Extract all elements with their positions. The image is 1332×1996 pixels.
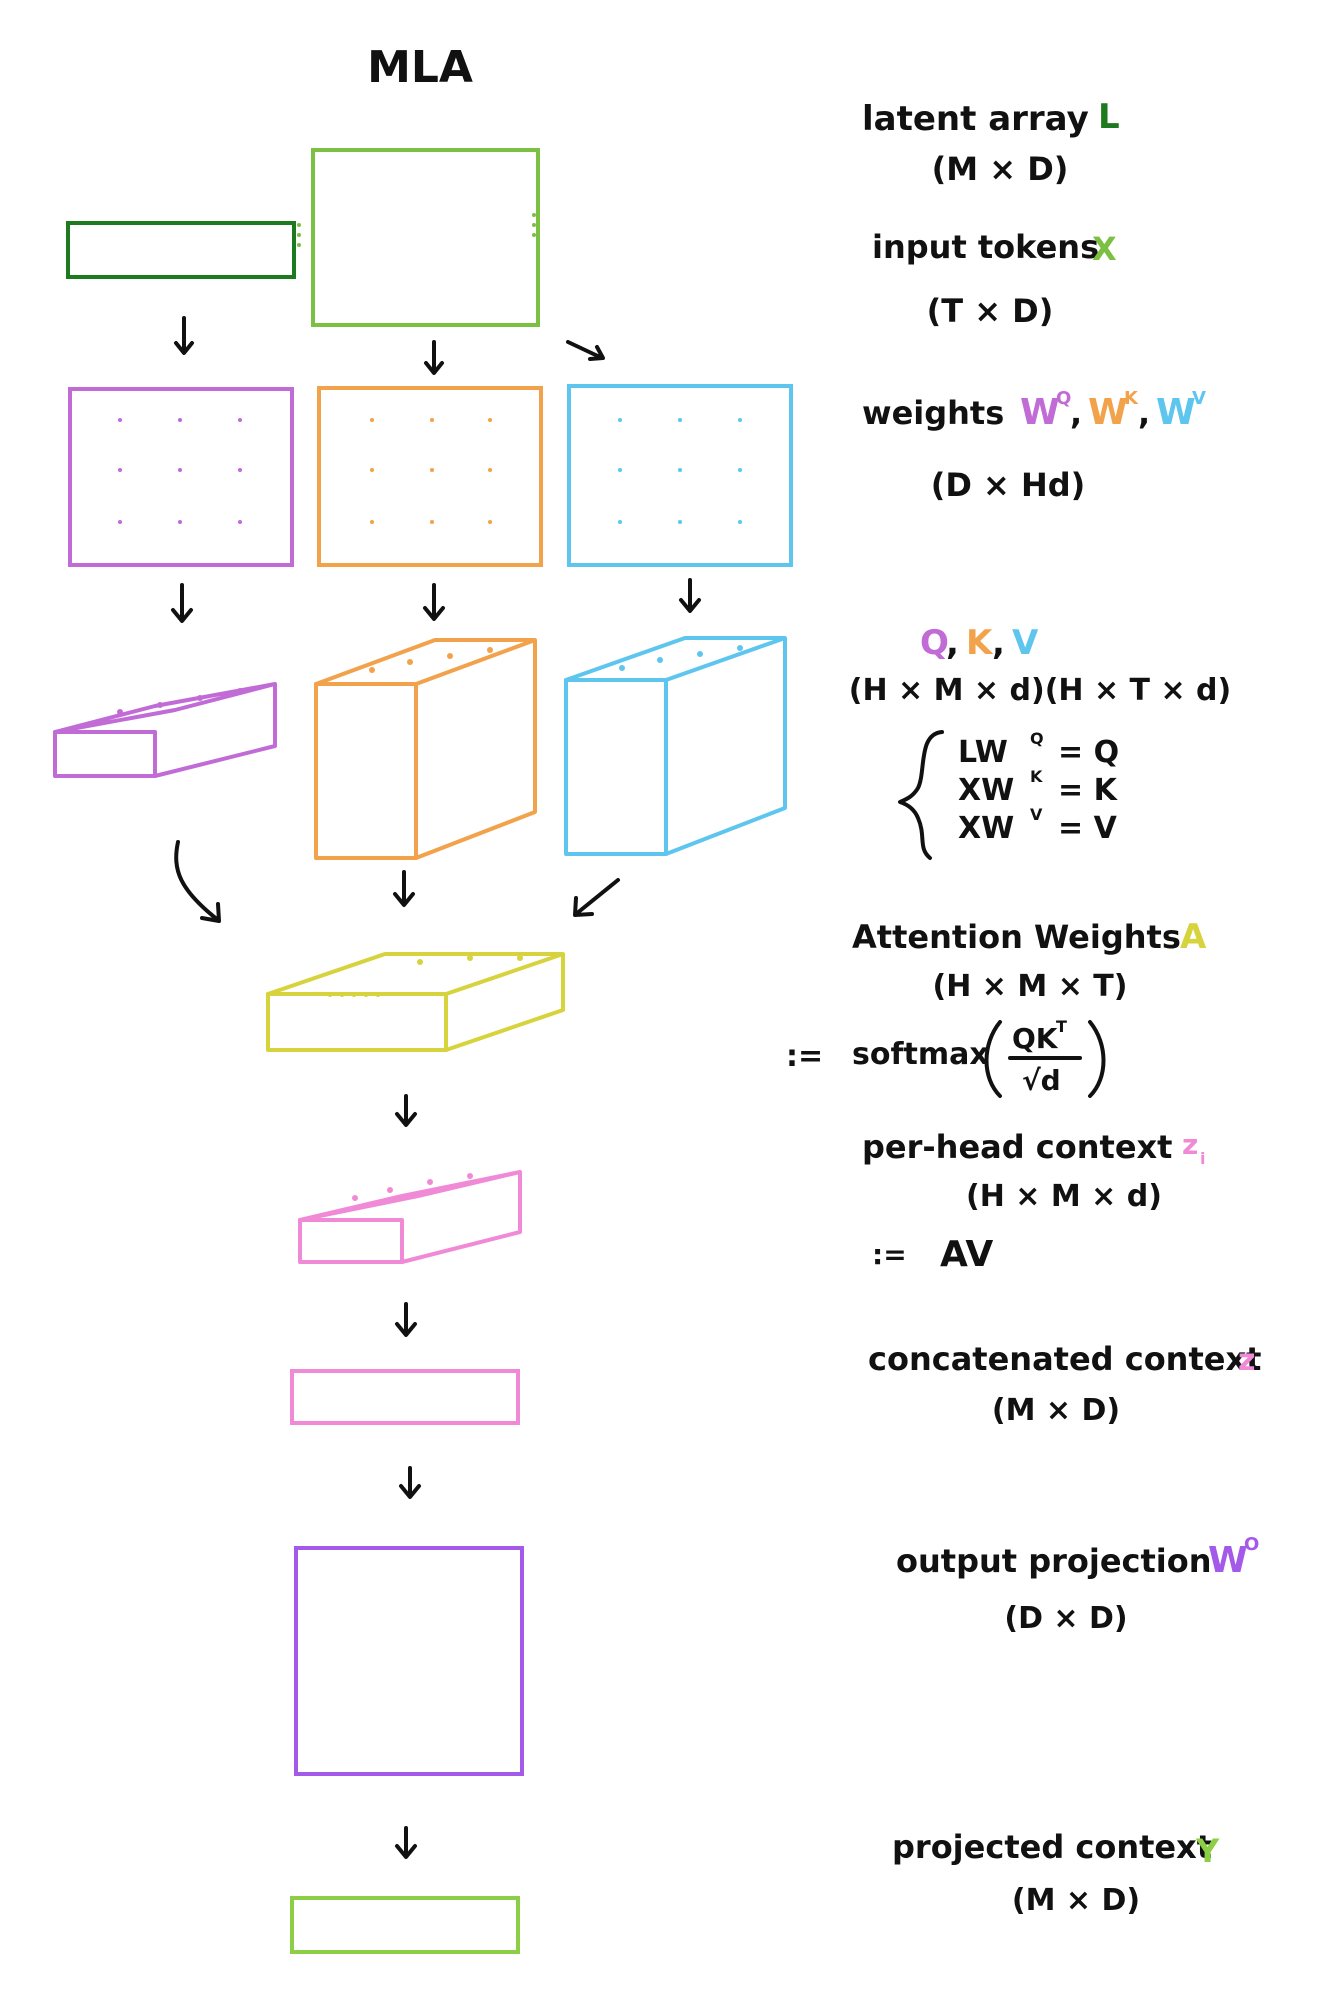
eq1-rhs: = Q — [1058, 735, 1119, 770]
wv-block — [567, 384, 793, 567]
attention-label: Attention Weights — [852, 918, 1181, 956]
qkv-sep-1: , — [946, 623, 959, 663]
perhead-dims: (H × M × d) — [966, 1179, 1162, 1214]
wk-symbol: W — [1088, 392, 1128, 433]
latent-label: latent array — [862, 99, 1089, 139]
arrow-attention-to-perhead — [395, 1094, 417, 1127]
attention-softmax: softmax — [852, 1037, 989, 1072]
outproj-symbol: W — [1208, 1540, 1248, 1581]
latent-dims: (M × D) — [932, 150, 1069, 188]
softmax-num-sup: T — [1056, 1017, 1067, 1036]
attention-tensor-dots — [328, 955, 523, 997]
weights-legend: weights W Q , W K , W V — [862, 388, 1206, 433]
attention-symbol: A — [1180, 917, 1207, 957]
eq3-sup: V — [1030, 805, 1043, 824]
outproj-label: output projection — [896, 1542, 1212, 1580]
wv-symbol: W — [1156, 392, 1196, 433]
eq3-rhs: = V — [1058, 811, 1118, 846]
wk-dots — [370, 418, 492, 524]
latent-symbol: L — [1098, 97, 1120, 137]
weights-sep-2: , — [1138, 394, 1150, 432]
wq-dots — [118, 418, 242, 524]
outproj-dims: (D × D) — [1004, 1601, 1127, 1636]
softmax-denominator: √d — [1022, 1064, 1061, 1097]
perhead-context-tensor — [298, 1170, 522, 1264]
input-label: input tokens — [872, 228, 1099, 266]
weights-sep-1: , — [1070, 394, 1082, 432]
eq2-sup: K — [1030, 767, 1043, 786]
projected-dims: (M × D) — [1012, 1883, 1140, 1918]
arrow-wv-to-v — [679, 578, 701, 613]
qkv-brace — [898, 730, 944, 860]
wq-block — [68, 387, 294, 567]
projected-label: projected context — [892, 1828, 1212, 1866]
v-symbol: V — [1012, 623, 1039, 663]
perhead-assign: := — [872, 1238, 907, 1271]
attention-tensor — [266, 952, 565, 1052]
perhead-symbol: z — [1182, 1128, 1198, 1161]
input-tokens-dots — [297, 213, 536, 247]
qkv-sep-2: , — [992, 623, 1005, 663]
concat-dims: (M × D) — [992, 1393, 1120, 1428]
attention-assign: := — [786, 1039, 823, 1074]
k-symbol: K — [966, 623, 994, 663]
arrow-wq-to-q — [171, 583, 193, 623]
concat-symbol: z — [1238, 1343, 1255, 1378]
input-symbol: X — [1092, 230, 1117, 268]
perhead-symbol-sub: i — [1200, 1149, 1205, 1168]
arrow-v-to-attention — [573, 878, 620, 917]
q-tensor-dots — [117, 688, 243, 715]
output-projection-block — [294, 1546, 524, 1776]
wq-symbol: W — [1020, 392, 1060, 433]
qkv-dims: (H × M × d)(H × T × d) — [849, 673, 1231, 708]
latent-array-block — [66, 221, 296, 279]
arrow-concat-to-wo — [399, 1466, 421, 1499]
projected-context-block — [290, 1896, 520, 1954]
wv-sup: V — [1192, 388, 1206, 409]
perhead-context-dots — [352, 1173, 473, 1201]
softmax-numerator: QK — [1012, 1022, 1059, 1055]
concat-context-block — [290, 1369, 520, 1425]
q-tensor — [53, 682, 277, 778]
eq2-rhs: = K — [1058, 773, 1119, 808]
weights-label: weights — [862, 394, 1004, 432]
weights-dims: (D × Hd) — [931, 466, 1086, 504]
projected-symbol: Y — [1195, 1832, 1220, 1870]
v-tensor-dots — [564, 645, 743, 812]
arrow-wo-to-y — [395, 1826, 417, 1859]
attention-dims: (H × M × T) — [933, 969, 1128, 1004]
input-dims: (T × D) — [927, 292, 1054, 330]
perhead-expr: AV — [940, 1234, 993, 1275]
wv-dots — [618, 418, 742, 524]
arrow-perhead-to-concat — [395, 1302, 417, 1337]
wk-block — [317, 386, 543, 567]
eq1-lhs: LW — [958, 735, 1008, 770]
arrow-input-to-wk — [424, 340, 444, 375]
diagram-title: MLA — [367, 42, 473, 93]
k-tensor-dots — [314, 647, 493, 816]
wk-sup: K — [1124, 388, 1139, 409]
k-tensor — [314, 638, 537, 860]
v-tensor — [564, 636, 787, 856]
eq3-lhs: XW — [958, 811, 1014, 846]
arrow-input-to-wv — [566, 340, 605, 361]
input-tokens-block — [311, 148, 540, 327]
arrow-k-to-attention — [393, 870, 415, 907]
arrow-latent-to-wq — [174, 316, 194, 355]
perhead-label: per-head context — [862, 1128, 1172, 1166]
eq1-sup: Q — [1030, 729, 1044, 748]
concat-label: concatenated context — [868, 1340, 1261, 1378]
qkv-legend: Q , K , V — [920, 623, 1039, 663]
arrow-q-to-attention — [174, 840, 221, 923]
outproj-symbol-sup: O — [1244, 1534, 1259, 1555]
wq-sup: Q — [1056, 388, 1071, 409]
arrow-wk-to-k — [423, 583, 445, 621]
softmax-paren-left — [984, 1020, 1002, 1098]
q-symbol: Q — [920, 623, 949, 663]
eq2-lhs: XW — [958, 773, 1014, 808]
softmax-paren-right — [1088, 1020, 1106, 1098]
